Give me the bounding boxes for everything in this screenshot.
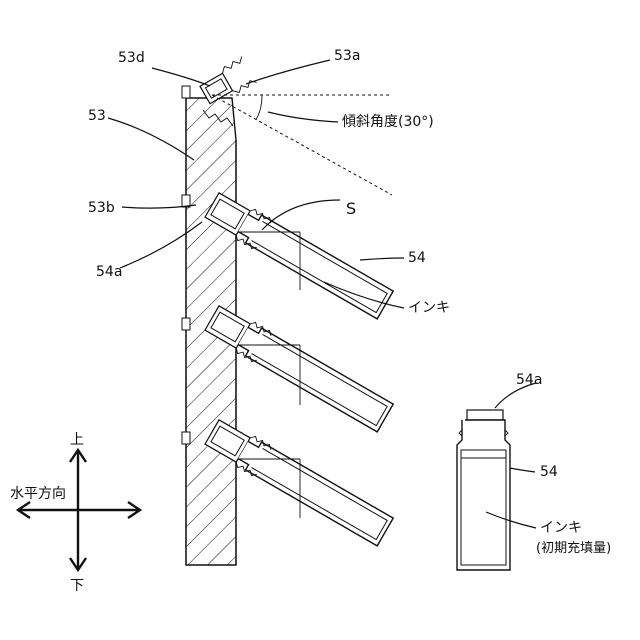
label-tilt-angle: 傾斜角度(30°): [342, 114, 434, 130]
direction-indicator: [18, 450, 140, 570]
label-54: 54: [408, 250, 426, 266]
label-horizontal: 水平方向: [10, 486, 66, 502]
label-53d: 53d: [118, 50, 145, 66]
standalone-bottle: [457, 383, 536, 570]
label-bottle-54a: 54a: [516, 372, 542, 388]
label-53: 53: [88, 108, 106, 124]
label-54a: 54a: [96, 264, 122, 280]
label-bottle-54: 54: [540, 464, 558, 480]
label-ink: インキ: [408, 300, 450, 316]
angle-indicator: [212, 95, 392, 195]
label-bottle-ink-note: (初期充填量): [536, 540, 611, 556]
label-down: 下: [70, 578, 84, 594]
label-s: S: [346, 199, 356, 218]
label-53a: 53a: [334, 48, 360, 64]
leader-lines: [108, 60, 404, 308]
label-up: 上: [70, 432, 84, 448]
label-bottle-ink: インキ: [540, 520, 582, 536]
label-53b: 53b: [88, 200, 115, 216]
